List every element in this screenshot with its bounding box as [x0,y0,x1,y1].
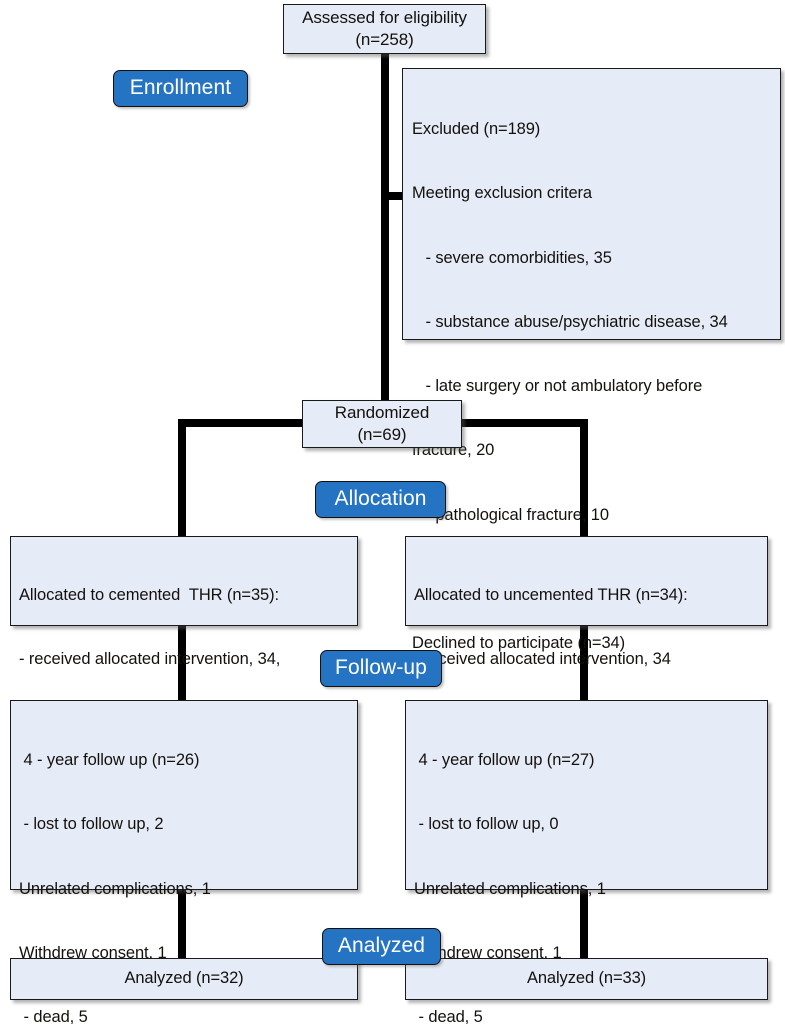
connector-followup-right-to-analyzed [580,888,588,963]
followup-right-line: - lost to follow up, 0 [414,815,559,834]
node-analyzed-cemented: Analyzed (n=32) [10,958,358,1000]
stage-label-allocation: Allocation [315,481,446,518]
assessed-line-1: Assessed for eligibility [302,8,467,28]
alloc-right-line: - received allocated intervention, 34 [414,649,671,668]
randomized-line-2: (n=69) [357,425,407,444]
excluded-line: Declined to participate (n=34) [412,634,625,653]
node-followup-cemented: 4 - year follow up (n=26) - lost to foll… [10,700,358,1024]
assessed-line-2: (n=258) [355,30,414,49]
followup-right-line: Unrelated complications, 1 [414,879,606,898]
excluded-line: Meeting exclusion critera [412,184,592,203]
excluded-line: - late surgery or not ambulatory before [412,377,703,396]
connector-followup-left-to-analyzed [178,888,186,963]
followup-left-line: 4 - year follow up (n=26) [19,750,200,769]
connector-assessed-to-randomized [381,48,389,413]
followup-left-line: - lost to follow up, 2 [19,815,164,834]
excluded-line: fracture, 20 [412,441,495,460]
node-assessed-for-eligibility: Assessed for eligibility (n=258) [283,4,486,54]
alloc-right-line: Allocated to uncemented THR (n=34): [414,586,688,605]
stage-label-enrollment: Enrollment [113,70,248,107]
node-followup-uncemented: 4 - year follow up (n=27) - lost to foll… [405,700,768,1024]
excluded-line: - pathological fracture, 10 [425,505,609,524]
excluded-line: - substance abuse/psychiatric disease, 3… [412,312,728,331]
connector-alloc-right-to-followup [580,624,588,702]
excluded-line: - severe comorbidities, 35 [412,248,612,267]
connector-trunk-to-excluded [381,192,410,200]
node-allocated-uncemented: Allocated to uncemented THR (n=34): - re… [405,536,768,668]
node-excluded: Excluded (n=189) Meeting exclusion crite… [402,68,781,717]
analyzed-left-text: Analyzed (n=32) [124,969,244,988]
followup-left-line: - dead, 5 [19,1008,88,1024]
node-allocated-cemented: Allocated to cemented THR (n=35): - rece… [10,536,358,794]
connector-alloc-left-to-followup [178,624,186,702]
excluded-line: Excluded (n=189) [412,119,541,138]
analyzed-right-text: Analyzed (n=33) [526,969,647,988]
node-randomized: Randomized (n=69) [302,400,462,448]
stage-label-followup: Follow-up [320,650,442,687]
alloc-left-line: - received allocated intervention, 34, [19,649,281,668]
connector-split-right-drop [580,419,588,538]
followup-left-line: Withdrew consent, 1 [19,943,167,962]
connector-split-left-drop [178,419,186,538]
node-analyzed-uncemented: Analyzed (n=33) [405,958,768,1000]
followup-left-line: Unrelated complications, 1 [19,879,211,898]
followup-right-line: 4 - year follow up (n=27) [414,750,595,769]
followup-right-line: - dead, 5 [414,1008,483,1024]
alloc-left-line: Allocated to cemented THR (n=35): [19,586,279,605]
randomized-line-1: Randomized [334,403,430,423]
stage-label-analyzed: Analyzed [322,928,441,965]
